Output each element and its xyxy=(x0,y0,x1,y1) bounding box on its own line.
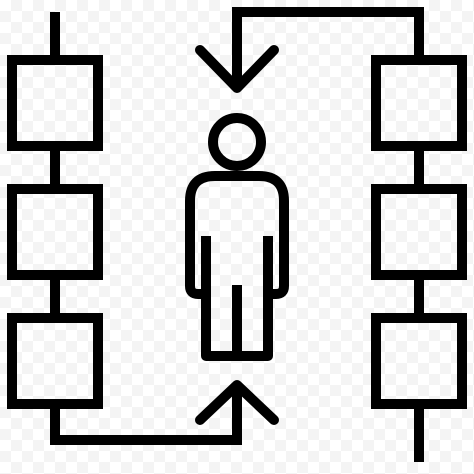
person-body xyxy=(185,171,289,361)
right-box-chain xyxy=(371,55,467,462)
left-box-2 xyxy=(7,184,103,280)
left-box-1 xyxy=(7,55,103,151)
right-box-2 xyxy=(371,184,467,280)
bottom-flow-arrow xyxy=(50,380,279,445)
person-figure xyxy=(185,113,289,361)
top-flow-arrow xyxy=(195,7,424,93)
bottom-connector-line xyxy=(50,389,242,445)
person-head xyxy=(208,113,266,171)
left-box-chain xyxy=(7,12,103,409)
right-box-1 xyxy=(371,55,467,151)
top-connector-line xyxy=(232,7,424,84)
up-arrow-head xyxy=(195,380,279,425)
down-arrow-head xyxy=(195,45,279,93)
left-box-3 xyxy=(7,313,103,409)
right-box-3 xyxy=(371,313,467,409)
